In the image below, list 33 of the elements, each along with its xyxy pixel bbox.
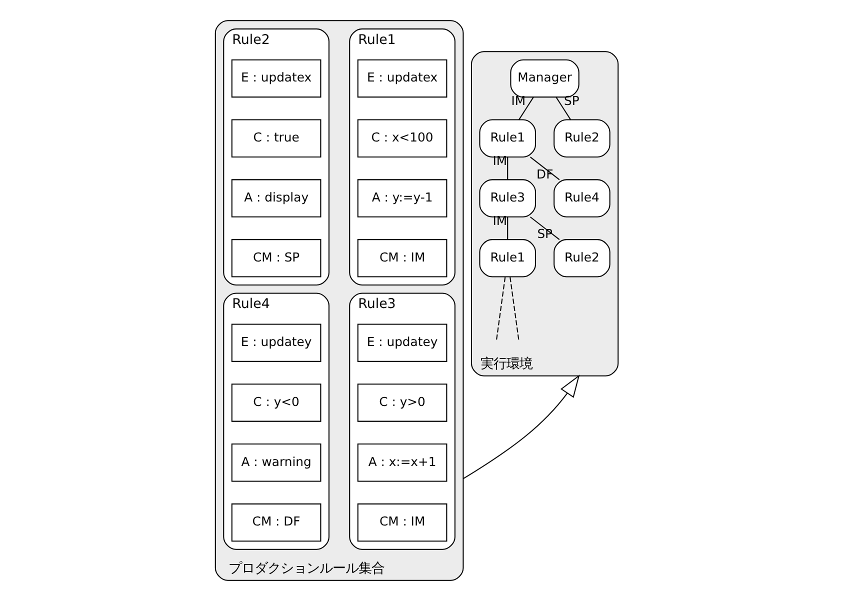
connector: [556, 96, 572, 120]
node-box: CM : IM: [357, 239, 448, 278]
node-box: C : y>0: [357, 384, 448, 422]
node-box: E : updatex: [357, 59, 448, 98]
connector: [530, 156, 560, 180]
node-box: Rule3: [479, 179, 536, 218]
node-box: Rule2: [554, 119, 610, 158]
node-box: E : updatey: [357, 324, 448, 362]
connector: [530, 216, 560, 240]
node-box: Rule1: [479, 119, 536, 158]
connector: [507, 216, 508, 240]
node-box: C : x<100: [357, 119, 448, 158]
edge-label: SP: [537, 226, 553, 242]
connector: [518, 96, 534, 120]
arrow: [462, 374, 580, 480]
node-box: Rule1: [479, 239, 536, 278]
node-box: A : display: [231, 179, 322, 218]
node-box: E : updatey: [231, 324, 322, 362]
edge-label: DF: [536, 166, 554, 182]
node-box: CM : DF: [231, 503, 322, 542]
node-box: CM : SP: [231, 239, 322, 278]
connector: [496, 277, 506, 340]
connector: [510, 277, 520, 340]
node-box: C : y<0: [231, 384, 322, 422]
connector: [507, 157, 508, 180]
node-box: C : true: [231, 119, 322, 158]
node-box: A : x:=x+1: [357, 444, 448, 482]
node-box: Rule4: [554, 179, 610, 218]
node-box: A : y:=y-1: [357, 179, 448, 218]
node-box: A : warning: [231, 444, 322, 482]
node-box: CM : IM: [357, 503, 448, 542]
node-box: E : updatex: [231, 59, 322, 98]
node-box: Rule2: [554, 239, 610, 278]
